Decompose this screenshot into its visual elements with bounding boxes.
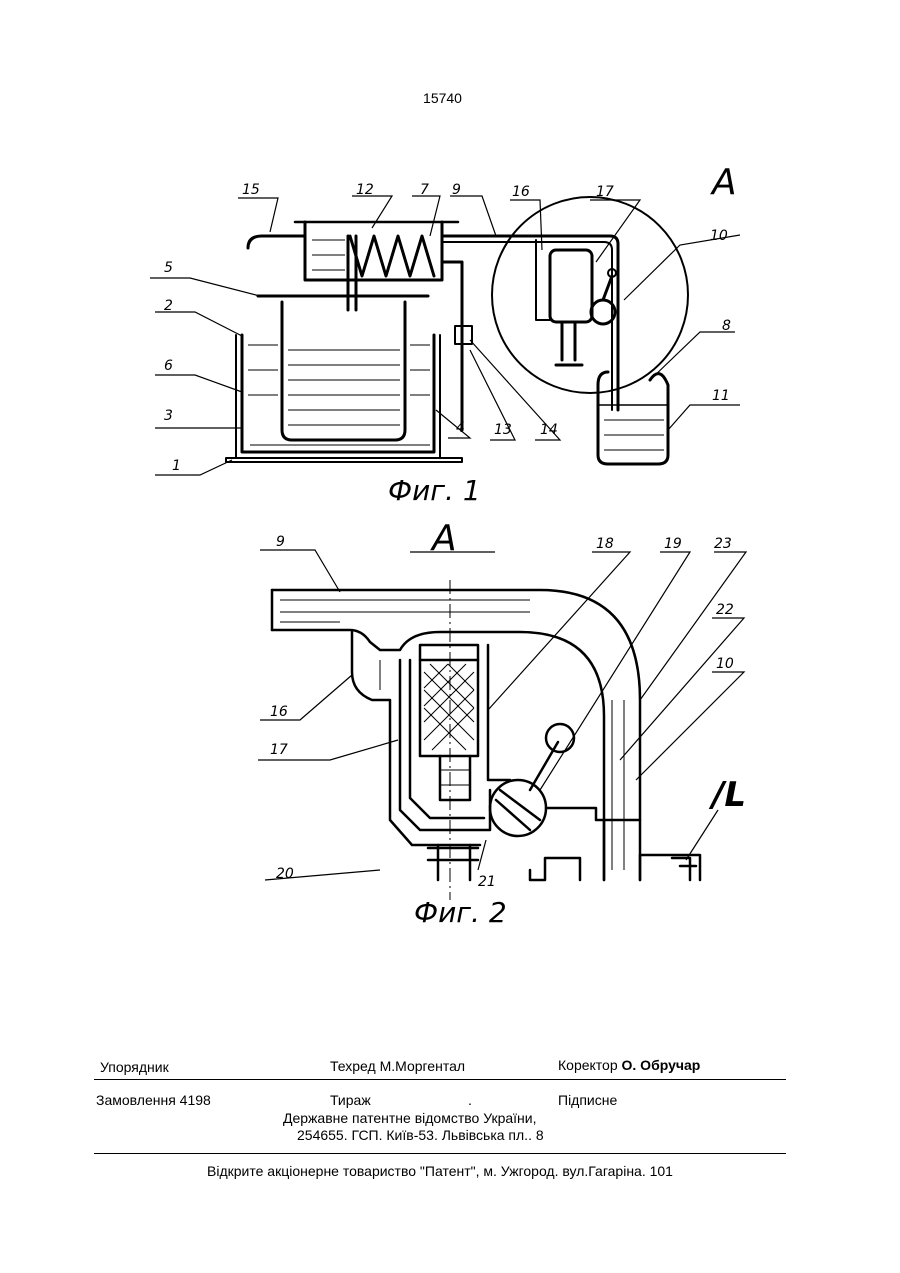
publisher-line: Відкрите акціонерне товариство "Патент",… <box>0 1163 880 1179</box>
circulation-dot: . <box>468 1092 472 1108</box>
figure-2-drawing: 9 A 18 19 23 22 10 16 17 20 21 /L Фиг. 2 <box>0 0 900 940</box>
fig2-label-19: 19 <box>664 536 682 552</box>
fig2-label-23: 23 <box>714 536 732 552</box>
signed-label: Підписне <box>558 1092 617 1108</box>
fig2-label-20: 20 <box>276 866 294 882</box>
fig2-label-16: 16 <box>270 704 288 720</box>
footer-rule-bottom <box>94 1153 786 1154</box>
circulation-label: Тираж <box>330 1092 371 1108</box>
fig2-label-17: 17 <box>270 742 288 758</box>
order-number: Замовлення 4198 <box>96 1092 211 1108</box>
fig2-label-9: 9 <box>276 534 285 550</box>
corrector-title: Коректор <box>558 1057 618 1073</box>
corrector-label: Коректор О. Обручар <box>558 1057 700 1073</box>
compiler-label: Упорядник <box>100 1059 169 1075</box>
fig2-label-21: 21 <box>478 874 496 890</box>
fig2-label-A: A <box>430 518 457 559</box>
corrector-name: О. Обручар <box>622 1057 701 1073</box>
fig2-label-22: 22 <box>716 602 734 618</box>
fig2-label-18: 18 <box>596 536 614 552</box>
footer-rule-top <box>94 1079 786 1080</box>
fig2-caption: Фиг. 2 <box>414 896 507 929</box>
patent-office: Державне патентне відомство України, <box>283 1110 537 1126</box>
fig2-label-10: 10 <box>716 656 734 672</box>
office-address: 254655. ГСП. Київ-53. Львівська пл.. 8 <box>297 1127 544 1143</box>
fig2-label-L: /L <box>708 775 746 815</box>
techred-label: Техред М.Моргентал <box>330 1058 465 1074</box>
